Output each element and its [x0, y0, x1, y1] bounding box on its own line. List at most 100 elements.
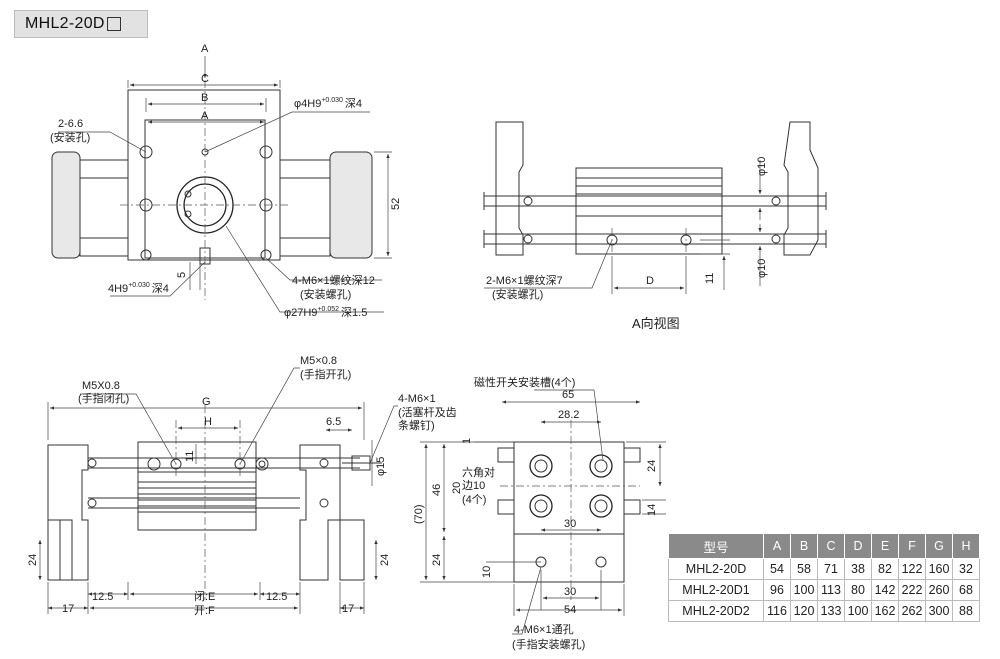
- table-row: MHL2-20D 54 58 71 38 82 122 160 32: [668, 558, 980, 580]
- hex-label-2: 边10: [462, 479, 485, 492]
- m5-open-label: M5×0.8: [300, 355, 337, 367]
- top-thread-note: (安装螺孔): [300, 287, 351, 301]
- screw-note-1: (活塞杆及齿: [398, 405, 457, 419]
- dim-24-end-right: 24: [646, 460, 658, 472]
- dim-phi10-bottom: φ10: [756, 259, 768, 278]
- cell-H: 68: [952, 579, 980, 601]
- dim-A: A: [201, 110, 209, 122]
- dim-70: (70): [413, 504, 425, 524]
- end-view: 65 28.2 磁性开关安装槽(4个) 1 六角对 边10 (4个) 20 46…: [413, 375, 666, 651]
- slot-label: 磁性开关安装槽(4个): [474, 375, 575, 389]
- view-arrow-label: A: [201, 43, 209, 55]
- dim-10: 10: [481, 566, 493, 578]
- side-thread-label: 2-M6×1螺纹深7: [486, 273, 563, 287]
- thru-hole-note: (手指安装螺孔): [512, 637, 585, 651]
- dim-24-left: 24: [27, 554, 39, 566]
- screw-label: 4-M6×1: [398, 393, 436, 405]
- dim-46: 46: [431, 484, 443, 496]
- dim-17-left: 17: [62, 603, 74, 615]
- dim-20: 20: [451, 482, 463, 494]
- header-E: E: [871, 533, 899, 559]
- cell-F: 222: [898, 579, 926, 601]
- spec-table: 型号 A B C D E F G H MHL2-20D 54 58 71 38 …: [668, 533, 980, 622]
- dim-phi10-top: φ10: [756, 157, 768, 176]
- cell-A: 96: [763, 579, 791, 601]
- dim-30-mid: 30: [564, 518, 576, 530]
- cell-A: 54: [763, 558, 791, 580]
- cell-E: 162: [871, 600, 899, 622]
- cell-H: 88: [952, 600, 980, 622]
- dim-24-lower: 24: [431, 554, 443, 566]
- header-B: B: [790, 533, 818, 559]
- table-row: MHL2-20D2 116 120 133 100 162 262 300 88: [668, 600, 980, 622]
- dim-D: D: [646, 275, 654, 287]
- cell-D: 38: [844, 558, 872, 580]
- screw-note-2: 条螺钉): [398, 418, 435, 432]
- mount-hole-label: 2-6.6: [58, 118, 83, 130]
- mount-hole-note: (安装孔): [50, 130, 90, 144]
- cell-B: 58: [790, 558, 818, 580]
- model-title-text: MHL2-20D: [25, 15, 105, 32]
- dim-phi15: φ15: [375, 457, 387, 476]
- header-H: H: [952, 533, 980, 559]
- cell-B: 100: [790, 579, 818, 601]
- variant-box-icon: [106, 17, 121, 31]
- side-view-caption: A向视图: [632, 316, 680, 331]
- hex-label-1: 六角对: [462, 465, 495, 479]
- dim-5: 5: [176, 272, 188, 278]
- front-view: G H 11 6.5 φ15 M5×0.8 (手指开孔) M5X0.8 (手指闭…: [27, 355, 457, 617]
- m5-open-note: (手指开孔): [300, 367, 351, 381]
- dim-14: 14: [646, 504, 658, 516]
- dim-12-5-left: 12.5: [92, 591, 113, 603]
- cell-model: MHL2-20D2: [668, 600, 764, 622]
- cell-G: 260: [925, 579, 953, 601]
- dim-52: 52: [390, 198, 402, 210]
- dim-17-right: 17: [342, 603, 354, 615]
- cell-D: 80: [844, 579, 872, 601]
- cell-C: 113: [817, 579, 845, 601]
- dim-C: C: [201, 73, 209, 85]
- table-row: MHL2-20D1 96 100 113 80 142 222 260 68: [668, 579, 980, 601]
- cell-D: 100: [844, 600, 872, 622]
- dim-30-bot: 30: [564, 586, 576, 598]
- model-title: MHL2-20D: [14, 10, 148, 38]
- dim-H: H: [204, 416, 212, 428]
- open-F: 开:F: [194, 605, 215, 617]
- top-thread-label: 4-M6×1螺纹深12: [292, 273, 375, 287]
- side-thread-note: (安装螺孔): [492, 287, 543, 301]
- cell-H: 32: [952, 558, 980, 580]
- cell-G: 300: [925, 600, 953, 622]
- cell-E: 82: [871, 558, 899, 580]
- header-D: D: [844, 533, 872, 559]
- close-E: 闭:E: [194, 590, 215, 603]
- dim-11-front: 11: [184, 451, 196, 462]
- m5-close-note: (手指闭孔): [78, 391, 129, 405]
- dim-28-2: 28.2: [558, 409, 579, 421]
- cell-F: 122: [898, 558, 926, 580]
- dim-24-right: 24: [379, 554, 391, 566]
- cell-model: MHL2-20D: [668, 558, 764, 580]
- top-view: A C B: [50, 43, 402, 319]
- header-F: F: [898, 533, 926, 559]
- dim-G: G: [202, 396, 211, 408]
- dim-11-side: 11: [704, 273, 716, 284]
- cell-G: 160: [925, 558, 953, 580]
- dim-B: B: [201, 92, 208, 104]
- m5-close-label: M5X0.8: [82, 380, 120, 392]
- cell-C: 71: [817, 558, 845, 580]
- dim-6-5: 6.5: [326, 416, 341, 428]
- cell-A: 116: [763, 600, 791, 622]
- cell-E: 142: [871, 579, 899, 601]
- dim-1: 1: [461, 438, 473, 444]
- dim-65: 65: [562, 389, 574, 401]
- cell-B: 120: [790, 600, 818, 622]
- header-G: G: [925, 533, 953, 559]
- side-view-a: φ10 φ10 D 11 2-M6×1螺纹深7 (安装螺孔) A向视图: [483, 121, 827, 331]
- dim-12-5-right: 12.5: [266, 591, 287, 603]
- cell-F: 262: [898, 600, 926, 622]
- dim-54: 54: [564, 604, 576, 616]
